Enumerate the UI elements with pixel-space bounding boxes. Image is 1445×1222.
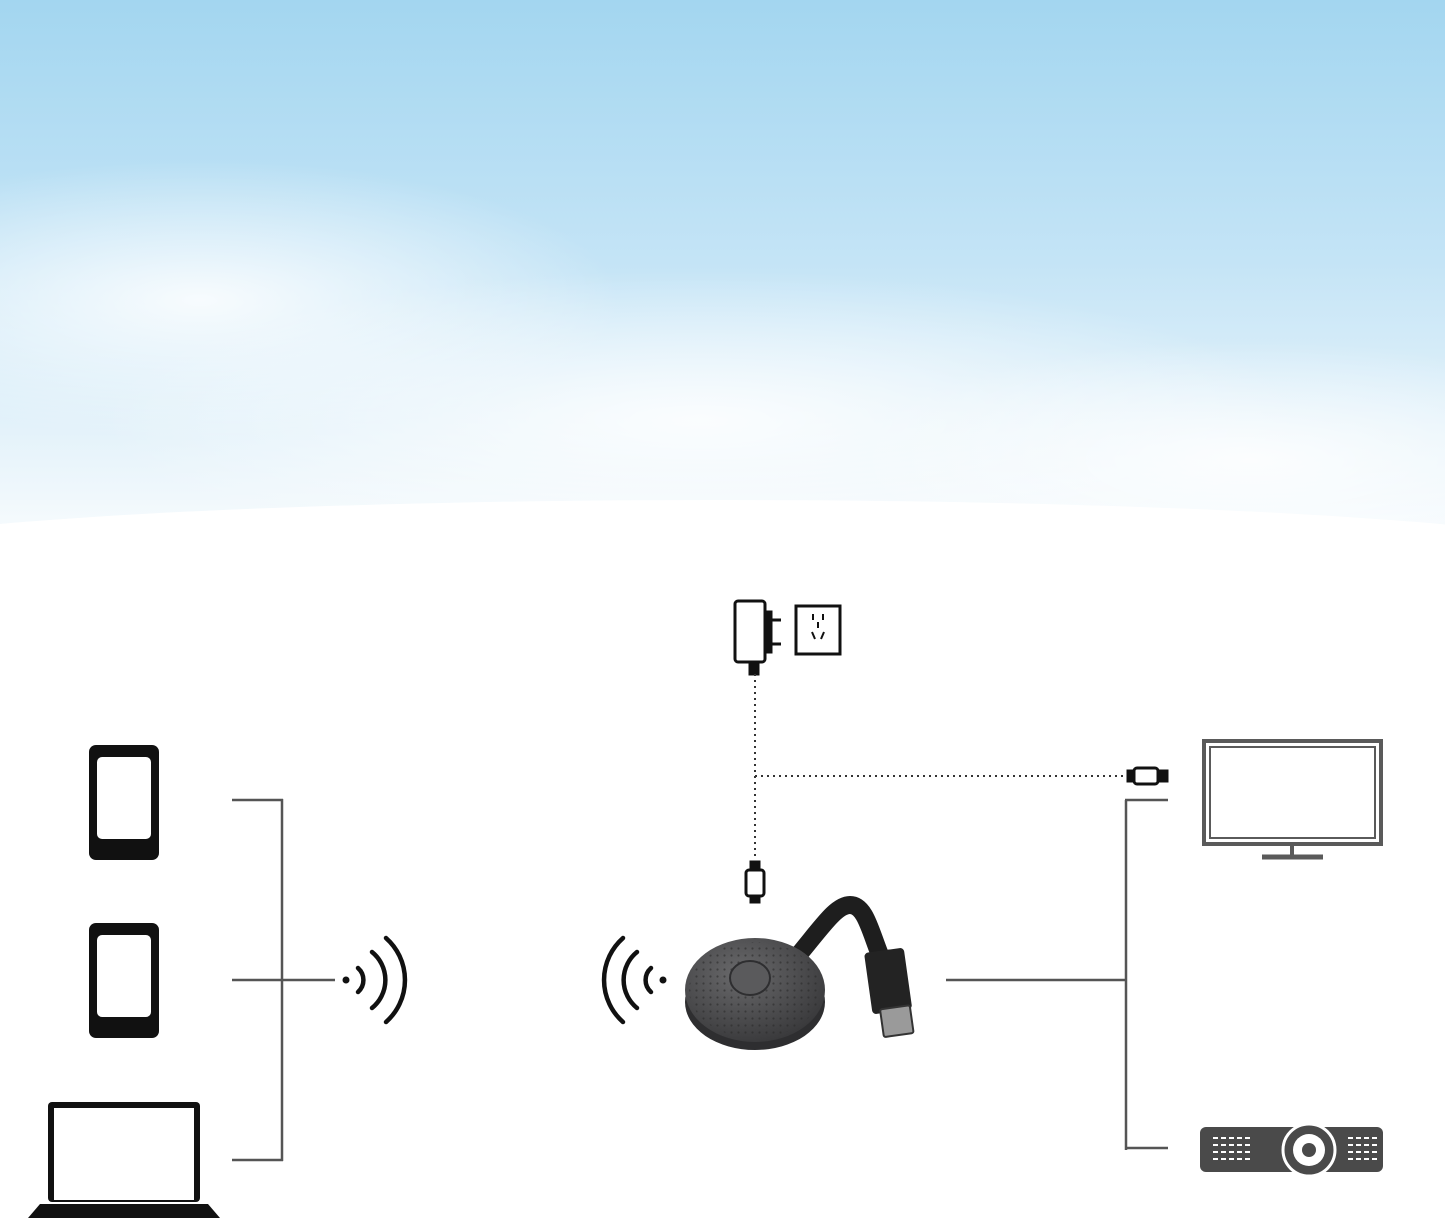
source-bracket-lines — [232, 798, 335, 1162]
phone-icon — [89, 745, 159, 860]
projector-icon — [1200, 1122, 1383, 1178]
wifi-signal-icon — [601, 935, 667, 1025]
wifi-signal-icon — [342, 935, 408, 1025]
phone-icon — [89, 923, 159, 1038]
tv-icon — [1202, 739, 1383, 860]
hdmi-connector-icon — [1126, 766, 1169, 786]
power-adapter-icon — [733, 599, 781, 676]
display-bracket-lines — [946, 798, 1168, 1150]
wall-outlet-icon — [794, 604, 842, 656]
laptop-icon — [28, 1102, 220, 1218]
power-cable-dotted — [754, 674, 1128, 860]
hdmi-dongle-icon — [685, 895, 915, 1050]
usb-connector-icon — [744, 860, 766, 904]
